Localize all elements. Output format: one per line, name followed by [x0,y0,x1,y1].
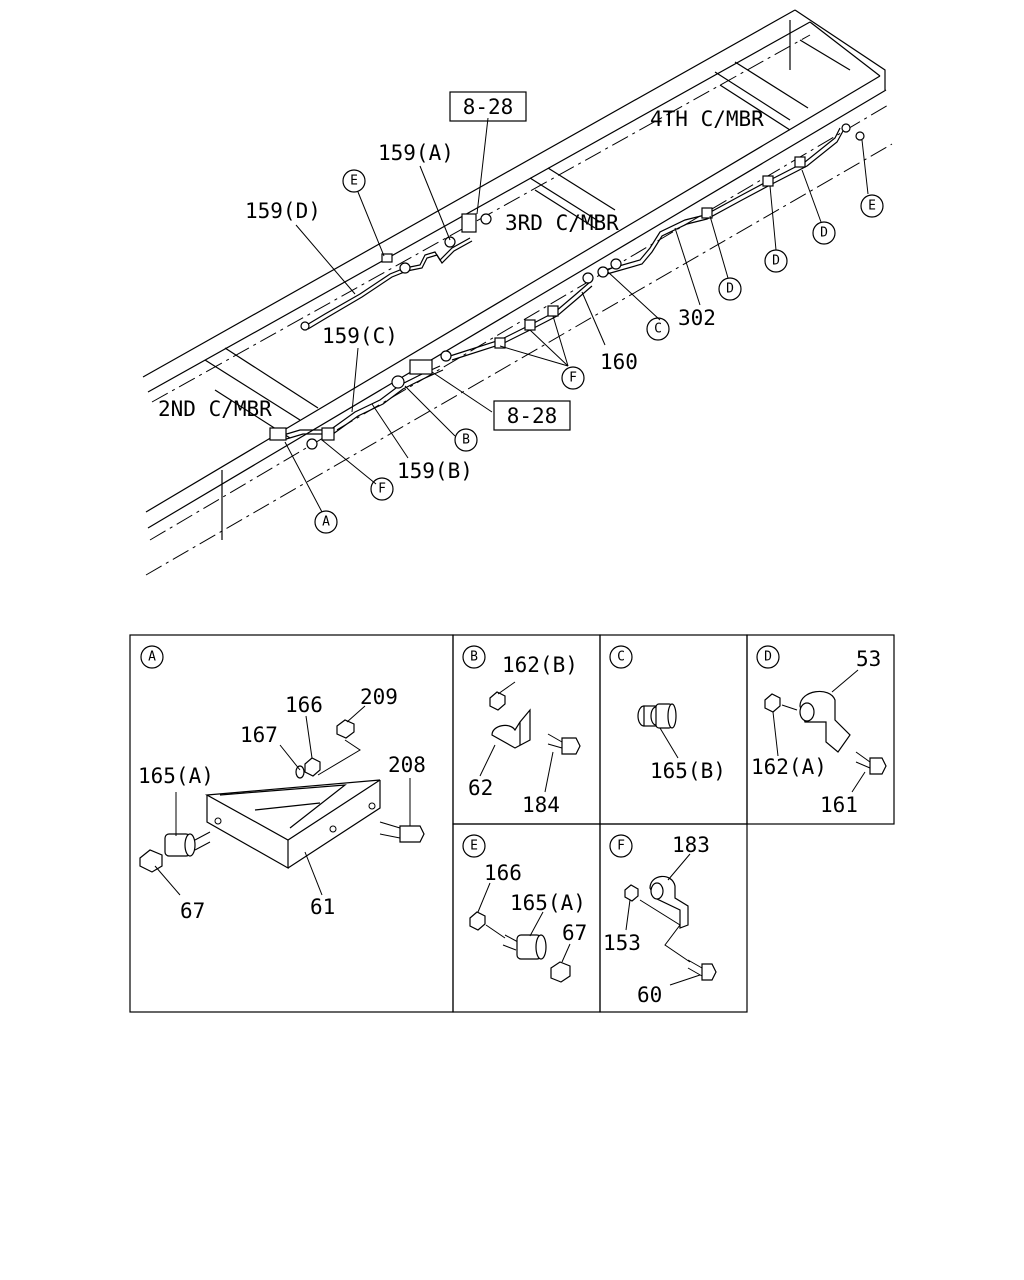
leader-lines [284,117,869,513]
crossmember-3rd-label: 3RD C/MBR [505,211,619,235]
detail-a-part-167: 167 [240,723,278,747]
detail-a-part-166: 166 [285,693,323,717]
detail-a-part-165a: 165(A) [138,764,214,788]
detail-e: E 166 165(A) 67 [462,834,587,983]
callout-d3: D [812,221,836,245]
detail-d-part-53: 53 [856,647,881,671]
detail-e-part-67: 67 [562,921,587,945]
svg-text:B: B [462,433,470,448]
brake-pipes [279,127,844,441]
detail-f: F 183 153 60 [603,833,717,1007]
detail-b-callout: B [462,645,486,669]
crossmember-2nd-label: 2ND C/MBR [158,397,272,421]
chassis-frame [142,9,893,576]
ref-label-top: 8-28 [463,95,514,119]
svg-text:F: F [617,839,625,854]
svg-text:D: D [726,282,734,297]
svg-text:F: F [569,371,577,386]
callout-d1: D [718,277,742,301]
ref-box-top [449,91,527,122]
callout-d2: D [764,249,788,273]
part-302-label: 302 [678,306,716,330]
detail-a-callout: A [140,645,164,669]
svg-text:E: E [868,199,876,214]
detail-f-part-153: 153 [603,931,641,955]
ref-label-bottom: 8-28 [507,404,558,428]
ref-box-bottom [493,400,571,431]
detail-a-panel [129,634,454,1013]
svg-text:B: B [470,650,478,665]
detail-f-part-60: 60 [637,983,662,1007]
svg-text:D: D [820,226,828,241]
detail-a-part-61: 61 [310,895,335,919]
part-159a-label: 159(A) [378,141,454,165]
svg-text:D: D [772,254,780,269]
detail-d-callout: D [756,645,780,669]
detail-c: C 165(B) [609,645,726,783]
detail-c-part-165b: 165(B) [650,759,726,783]
detail-e-part-166: 166 [484,861,522,885]
detail-d-part-161: 161 [820,793,858,817]
detail-d: D 53 162(A) 161 [751,645,887,817]
detail-a-part-67: 67 [180,899,205,923]
detail-a-part-208: 208 [388,753,426,777]
detail-f-panel [599,823,748,1013]
svg-text:C: C [654,322,662,337]
callout-c: C [646,317,670,341]
svg-text:E: E [470,839,478,854]
detail-d-part-162a: 162(A) [751,755,827,779]
svg-text:F: F [378,482,386,497]
svg-text:A: A [322,515,330,530]
part-160-label: 160 [600,350,638,374]
detail-c-callout: C [609,645,633,669]
detail-f-part-183: 183 [672,833,710,857]
callout-e2: E [860,194,884,218]
detail-f-callout: F [609,834,633,858]
part-159d-label: 159(D) [245,199,321,223]
detail-b-part-184: 184 [522,793,560,817]
detail-e-part-165a: 165(A) [510,891,586,915]
detail-panels [129,634,895,1013]
callout-f2: F [370,477,394,501]
callout-e1: E [342,169,366,193]
callout-a: A [314,510,338,534]
detail-b: B 162(B) 62 184 [462,645,581,817]
svg-text:D: D [764,650,772,665]
part-159b-label: 159(B) [397,459,473,483]
callout-b: B [454,428,478,452]
callout-f1: F [561,366,585,390]
svg-text:C: C [617,650,625,665]
detail-b-part-62: 62 [468,776,493,800]
detail-b-part-162b: 162(B) [502,653,578,677]
fittings [269,123,865,450]
detail-d-panel [746,634,895,825]
crossmember-4th-label: 4TH C/MBR [650,107,764,131]
part-159c-label: 159(C) [322,324,398,348]
svg-text:A: A [148,650,156,665]
detail-e-callout: E [462,834,486,858]
detail-a: A 166 209 167 208 [138,645,426,923]
detail-a-part-209: 209 [360,685,398,709]
svg-text:E: E [350,174,358,189]
